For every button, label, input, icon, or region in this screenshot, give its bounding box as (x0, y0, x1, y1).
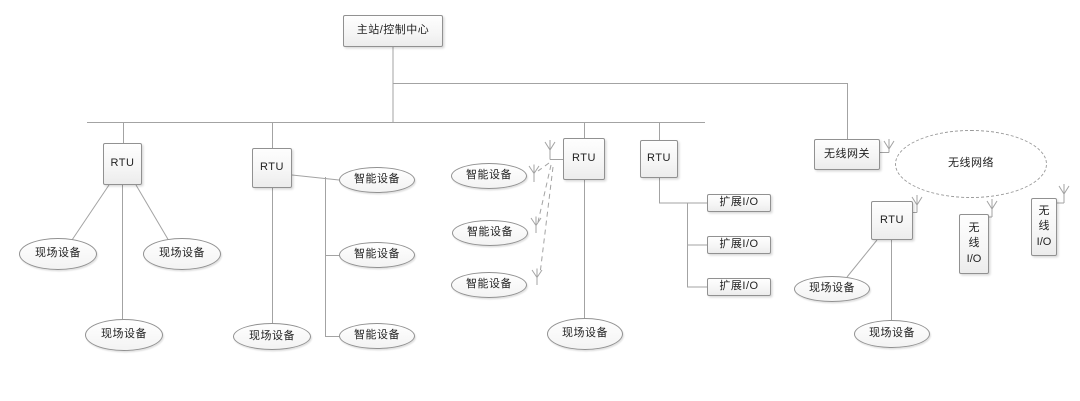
node-wireless-gateway: 无线网关 (814, 139, 880, 170)
wire-rtu5-field6 (846, 239, 878, 278)
wireless-io-line: 线 (968, 237, 980, 250)
node-field-device-6: 现场设备 (794, 276, 870, 302)
node-field-device-4: 现场设备 (233, 323, 311, 350)
wire-ext2-ext3 (687, 245, 707, 288)
node-ext-io-3: 扩展I/O (707, 278, 771, 296)
node-wireless-io-1: 无 线 I/O (959, 214, 989, 274)
node-field-device-7: 现场设备 (854, 320, 930, 348)
antenna-icon (531, 268, 543, 285)
node-smart-device-4: 智能设备 (451, 163, 527, 189)
node-ext-io-2: 扩展I/O (707, 236, 771, 254)
node-master-station: 主站/控制中心 (343, 15, 443, 47)
wireless-io-line: I/O (966, 252, 982, 265)
antenna-icon (1057, 184, 1070, 204)
dashed-link-smart5 (537, 164, 552, 223)
node-rtu-1: RTU (103, 143, 142, 185)
node-rtu-3: RTU (563, 138, 605, 180)
node-rtu-5: RTU (871, 201, 913, 240)
antenna-icon (880, 139, 895, 153)
node-rtu-4: RTU (640, 140, 678, 178)
wire-rtu1-field1 (71, 184, 110, 241)
antenna-icon (530, 216, 542, 233)
node-field-device-1: 现场设备 (19, 238, 97, 270)
wire-rtu2-smart1 (291, 174, 340, 181)
node-smart-device-3: 智能设备 (339, 323, 415, 349)
wireless-links-rtu3 (537, 162, 554, 275)
node-smart-device-1: 智能设备 (339, 167, 415, 193)
wireless-io-line: 线 (1038, 220, 1050, 233)
node-field-device-3: 现场设备 (85, 319, 163, 351)
antenna-icon (911, 195, 923, 213)
antenna-icon (986, 199, 998, 218)
node-smart-device-6: 智能设备 (451, 272, 527, 298)
node-field-device-5: 现场设备 (547, 318, 623, 350)
wire-rtu2-smart3 (325, 255, 339, 337)
antenna-icon (544, 140, 556, 160)
node-wireless-io-2: 无 线 I/O (1031, 198, 1057, 256)
wire-ext1-ext2 (687, 203, 707, 246)
wire-master-to-gateway (393, 83, 848, 139)
node-ext-io-1: 扩展I/O (707, 194, 771, 212)
dashed-link-smart4 (537, 162, 550, 172)
node-smart-device-2: 智能设备 (339, 242, 415, 268)
wire-rtu1-field2 (135, 184, 170, 242)
wireless-io-line: 无 (968, 221, 980, 234)
wire-rtu4-ext1 (659, 178, 707, 204)
node-smart-device-5: 智能设备 (452, 220, 528, 246)
wireless-io-line: 无 (1038, 204, 1050, 217)
node-rtu-2: RTU (252, 148, 292, 188)
node-wireless-network: 无线网络 (895, 130, 1047, 198)
node-field-device-2: 现场设备 (143, 238, 221, 270)
wire-rtu2-smart2 (325, 177, 339, 256)
wireless-io-line: I/O (1036, 235, 1052, 248)
antenna-icon (528, 164, 540, 182)
